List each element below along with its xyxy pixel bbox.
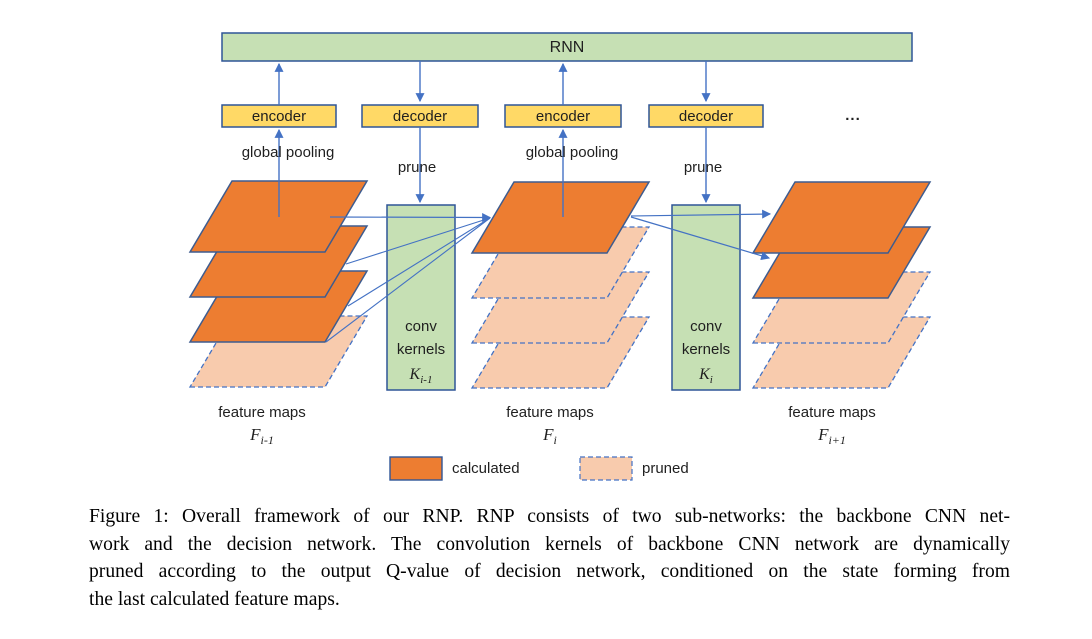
conv-kernels-text-1b: kernels	[397, 341, 445, 358]
decoder-label-2: decoder	[679, 108, 733, 125]
global-pooling-label-2: global pooling	[526, 144, 619, 161]
conv-kernels-text-2a: conv	[690, 318, 722, 335]
calculated-map	[470, 181, 651, 254]
feature-maps-symbol-3: Fi+1	[817, 425, 846, 447]
rnn-label: RNN	[550, 39, 585, 56]
feature-maps-label-1: feature maps	[218, 404, 306, 421]
legend-calculated-swatch	[389, 456, 443, 481]
global-pooling-label-1: global pooling	[242, 144, 335, 161]
feature-map-stack-2	[470, 181, 651, 389]
caption-line-2: work and the decision network. The convo…	[89, 533, 1010, 555]
prune-label-1: prune	[398, 159, 436, 176]
encoder-label-2: encoder	[536, 108, 590, 125]
calculated-map	[751, 181, 932, 254]
conv-kernels-text-2b: kernels	[682, 341, 730, 358]
conv-kernels-symbol-1: Ki-1	[409, 366, 433, 386]
feature-maps-label-2: feature maps	[506, 404, 594, 421]
legend-pruned-label: pruned	[642, 460, 689, 477]
conv-kernels-symbol-2: Ki	[698, 366, 713, 386]
figure-caption: Figure 1: Overall framework of our RNP. …	[89, 503, 1010, 613]
conv-kernels-box-2	[671, 204, 741, 391]
feature-maps-symbol-2: Fi	[542, 425, 557, 447]
feature-map-stack-3	[751, 181, 932, 389]
conv-connection-line	[325, 217, 491, 343]
caption-line-1: Figure 1: Overall framework of our RNP. …	[89, 506, 1010, 527]
feature-maps-label-3: feature maps	[788, 404, 876, 421]
feature-maps-symbol-1: Fi-1	[249, 425, 274, 447]
encoder-label-1: encoder	[252, 108, 306, 125]
decoder-label-1: decoder	[393, 108, 447, 125]
conv-connection-line	[347, 217, 491, 307]
rnn-box	[221, 32, 913, 62]
caption-line-4: the last calculated feature maps.	[89, 588, 340, 610]
conv-connection-arrow	[630, 216, 771, 261]
caption-line-3: pruned according to the output Q-value o…	[89, 561, 1010, 582]
conv-connection-arrow	[630, 209, 772, 219]
legend-pruned-swatch	[579, 456, 633, 481]
prune-label-2: prune	[684, 159, 722, 176]
rnp-framework-diagram: RNN encoder decoder encoder decoder ...	[188, 32, 932, 481]
conv-kernels-box-1	[386, 204, 456, 391]
conv-kernels-text-1a: conv	[405, 318, 437, 335]
continuation-ellipsis: ...	[845, 107, 861, 124]
legend: calculated pruned	[389, 456, 689, 481]
conv-connection-line	[345, 217, 491, 265]
legend-calculated-label: calculated	[452, 460, 520, 477]
conv-connection-arrow	[329, 212, 492, 222]
